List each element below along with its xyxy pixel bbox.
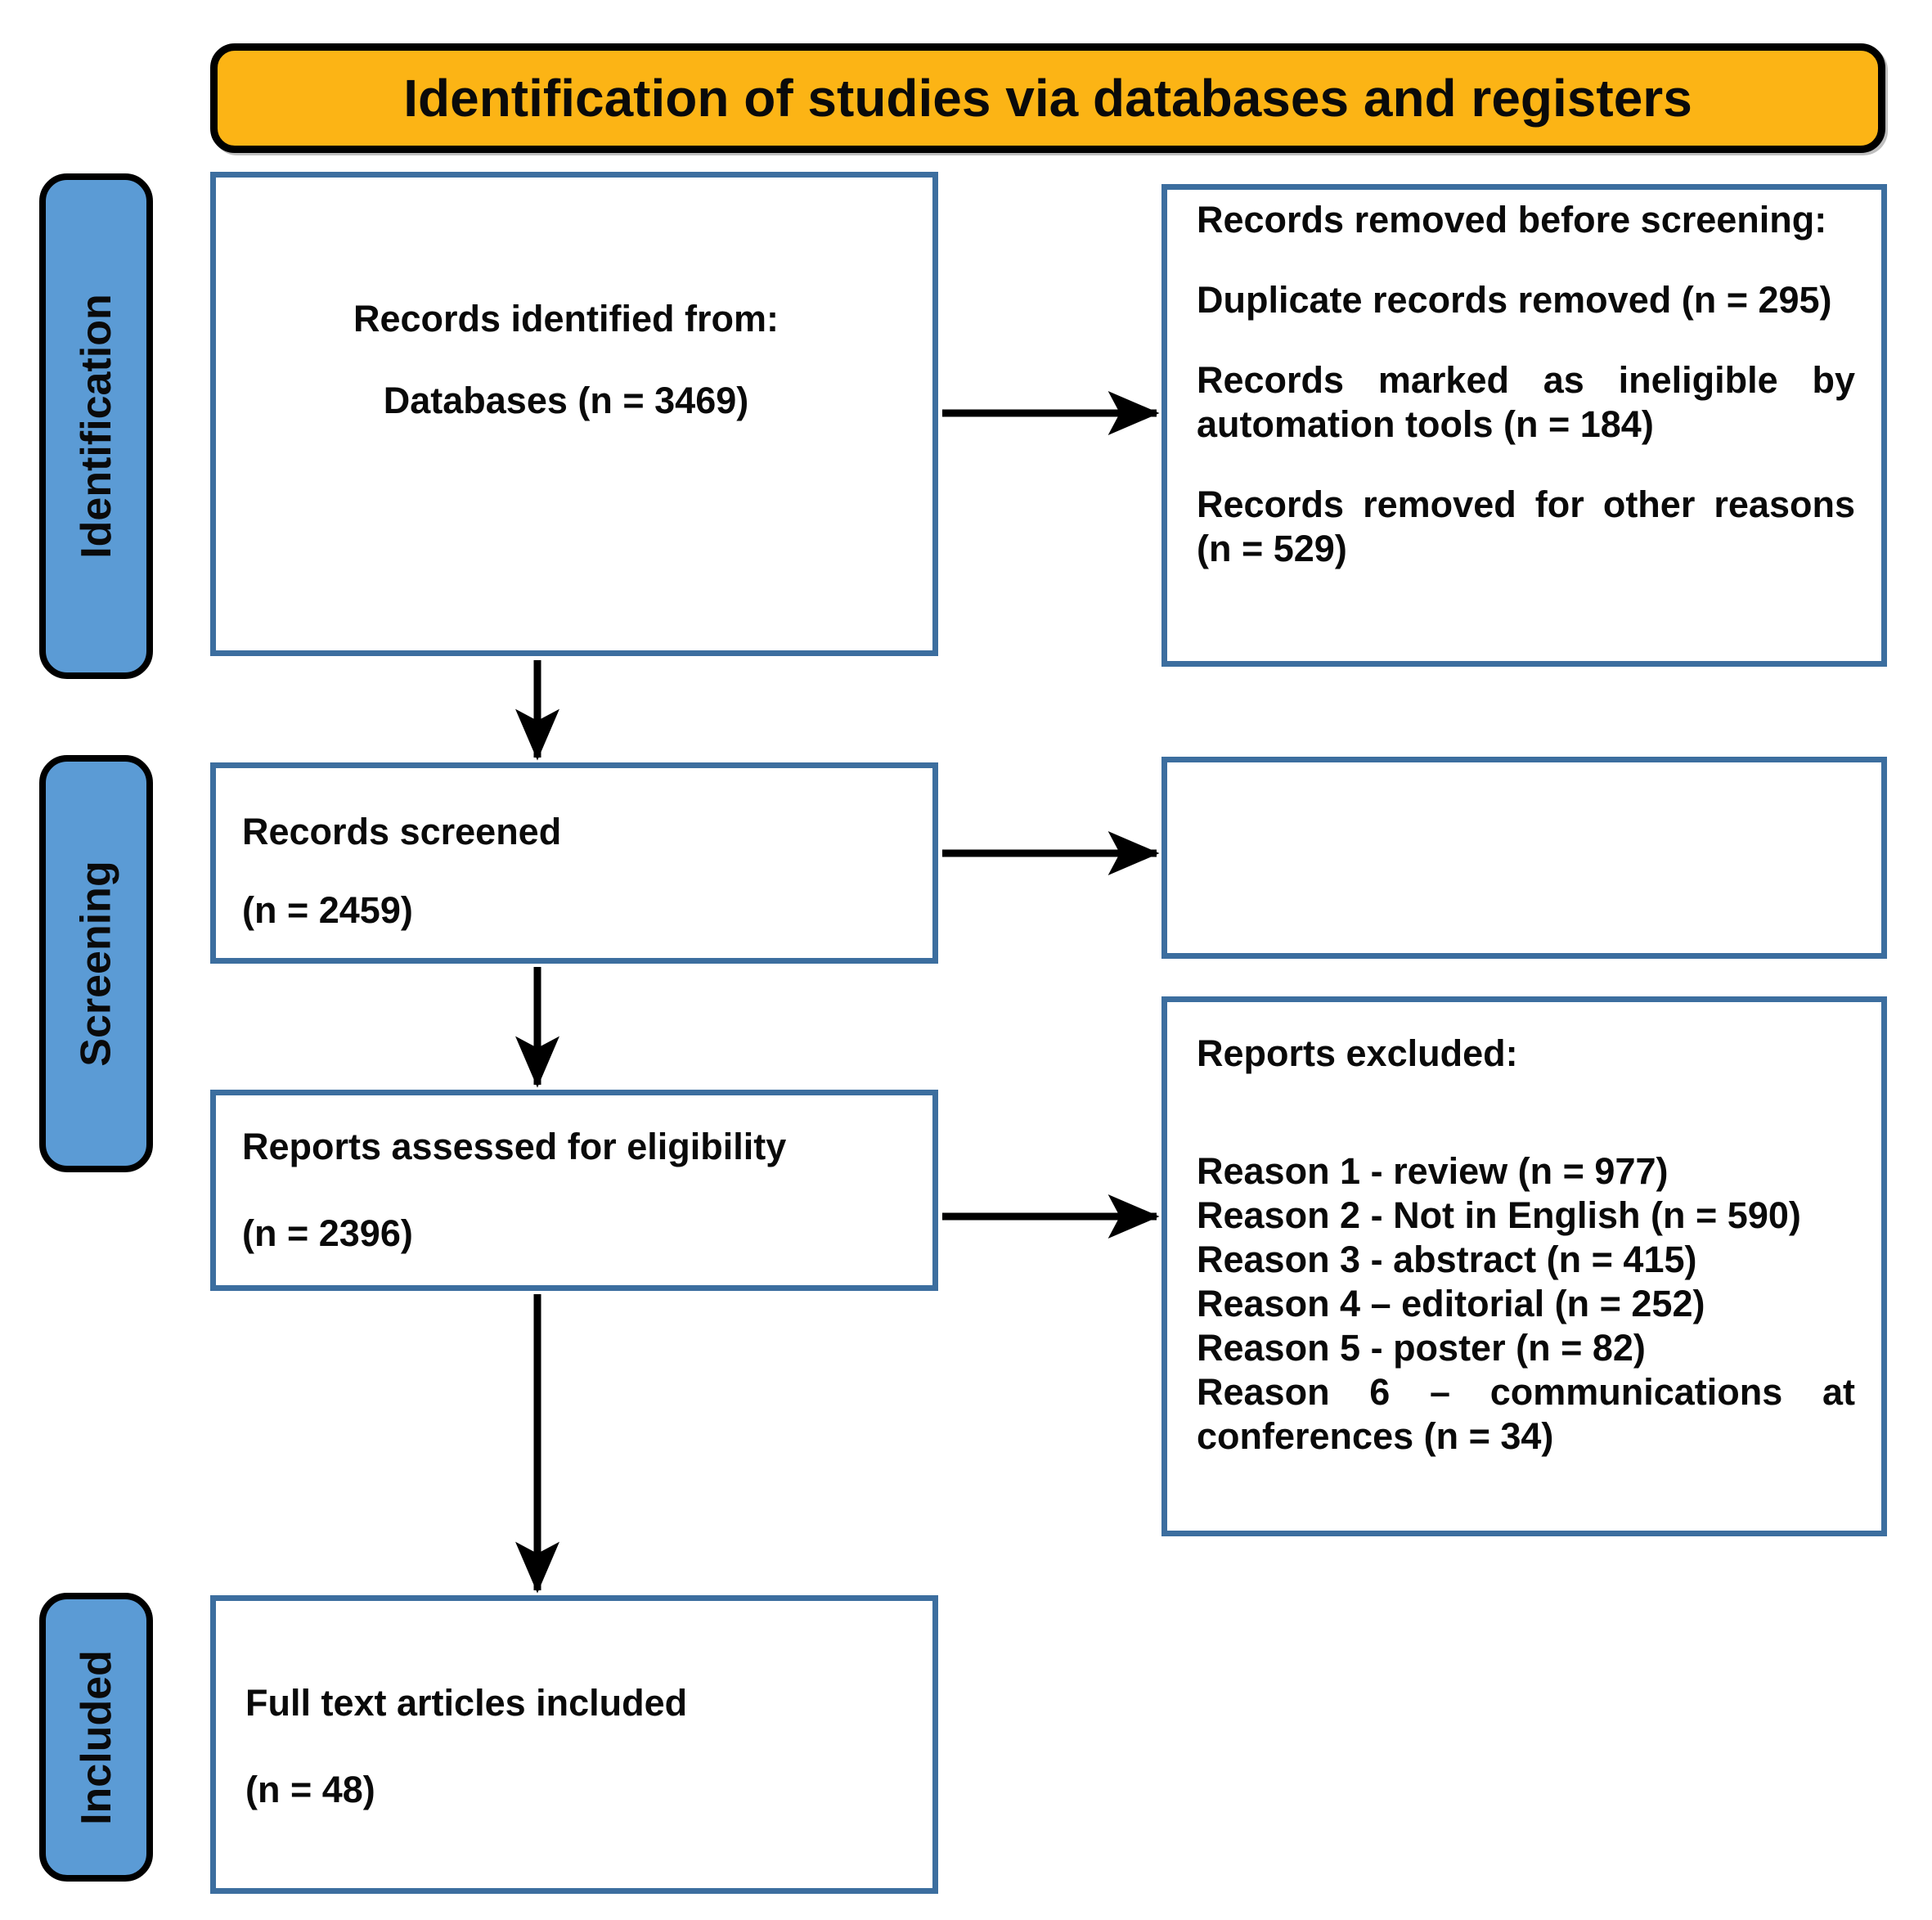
reports-assessed-heading: Reports assessed for eligibility [242,1126,787,1167]
stage-band-screening: Screening [39,755,153,1172]
reports-excluded-reasons: Reason 1 - review (n = 977) Reason 2 - N… [1197,1149,1855,1459]
excluded-reason: Reason 2 - Not in English (n = 590) [1197,1194,1801,1236]
excluded-reason: Reason 3 - abstract (n = 415) [1197,1239,1697,1280]
diagram-title: Identification of studies via databases … [403,69,1692,128]
reports-excluded-heading: Reports excluded: [1197,1032,1518,1074]
excluded-reason: Reason 4 – editorial (n = 252) [1197,1283,1705,1324]
reports-assessed-count: (n = 2396) [242,1212,413,1254]
stage-band-included: Included [39,1593,153,1882]
reports-excluded-box: Reports excluded: Reason 1 - review (n =… [1161,996,1887,1536]
records-removed-heading: Records removed before screening: [1197,199,1827,241]
stage-label-included: Included [72,1649,120,1825]
records-excluded-empty-box [1161,757,1887,959]
records-screened-box: Records screened (n = 2459) [210,762,938,964]
stage-label-identification: Identification [72,294,120,559]
records-screened-heading: Records screened [242,811,562,852]
title-banner: Identification of studies via databases … [210,43,1885,153]
records-identified-heading: Records identified from: [353,298,780,339]
excluded-reason: Reason 6 – communications at conferences… [1197,1371,1855,1457]
excluded-reason: Reason 1 - review (n = 977) [1197,1150,1669,1192]
stage-band-identification: Identification [39,173,153,679]
records-removed-item: Records removed for other reasons (n = 5… [1197,483,1855,569]
reports-assessed-box: Reports assessed for eligibility (n = 23… [210,1090,938,1291]
stage-label-screening: Screening [72,861,120,1067]
excluded-reason: Reason 5 - poster (n = 82) [1197,1327,1646,1369]
full-text-included-box: Full text articles included (n = 48) [210,1595,938,1894]
records-identified-box: Records identified from: Databases (n = … [210,172,938,656]
records-screened-count: (n = 2459) [242,889,413,931]
full-text-included-heading: Full text articles included [245,1682,688,1724]
records-removed-item: Duplicate records removed (n = 295) [1197,279,1832,321]
records-removed-item: Records marked as ineligible by automati… [1197,359,1855,445]
records-removed-box: Records removed before screening: Duplic… [1161,184,1887,667]
full-text-included-count: (n = 48) [245,1769,375,1810]
records-identified-count: Databases (n = 3469) [383,380,749,421]
